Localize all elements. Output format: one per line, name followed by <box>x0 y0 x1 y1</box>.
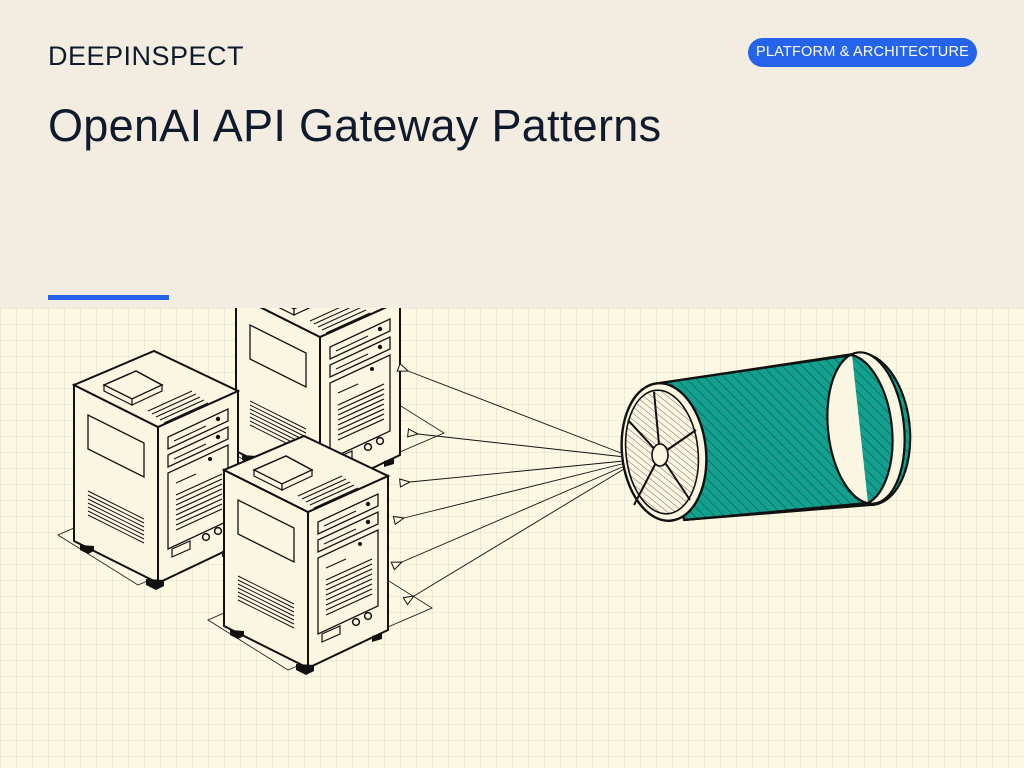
connection-arrow-icon <box>402 371 635 596</box>
accent-divider <box>48 295 169 300</box>
gateway-cylinder-icon <box>620 351 912 522</box>
category-badge[interactable]: PLATFORM & ARCHITECTURE <box>748 38 977 67</box>
page-title: OpenAI API Gateway Patterns <box>48 100 662 151</box>
hero-header: DEEPINSPECT PLATFORM & ARCHITECTURE Open… <box>0 0 1024 308</box>
brand-logo-text[interactable]: DEEPINSPECT <box>48 41 245 71</box>
gateway-illustration <box>0 308 1024 768</box>
